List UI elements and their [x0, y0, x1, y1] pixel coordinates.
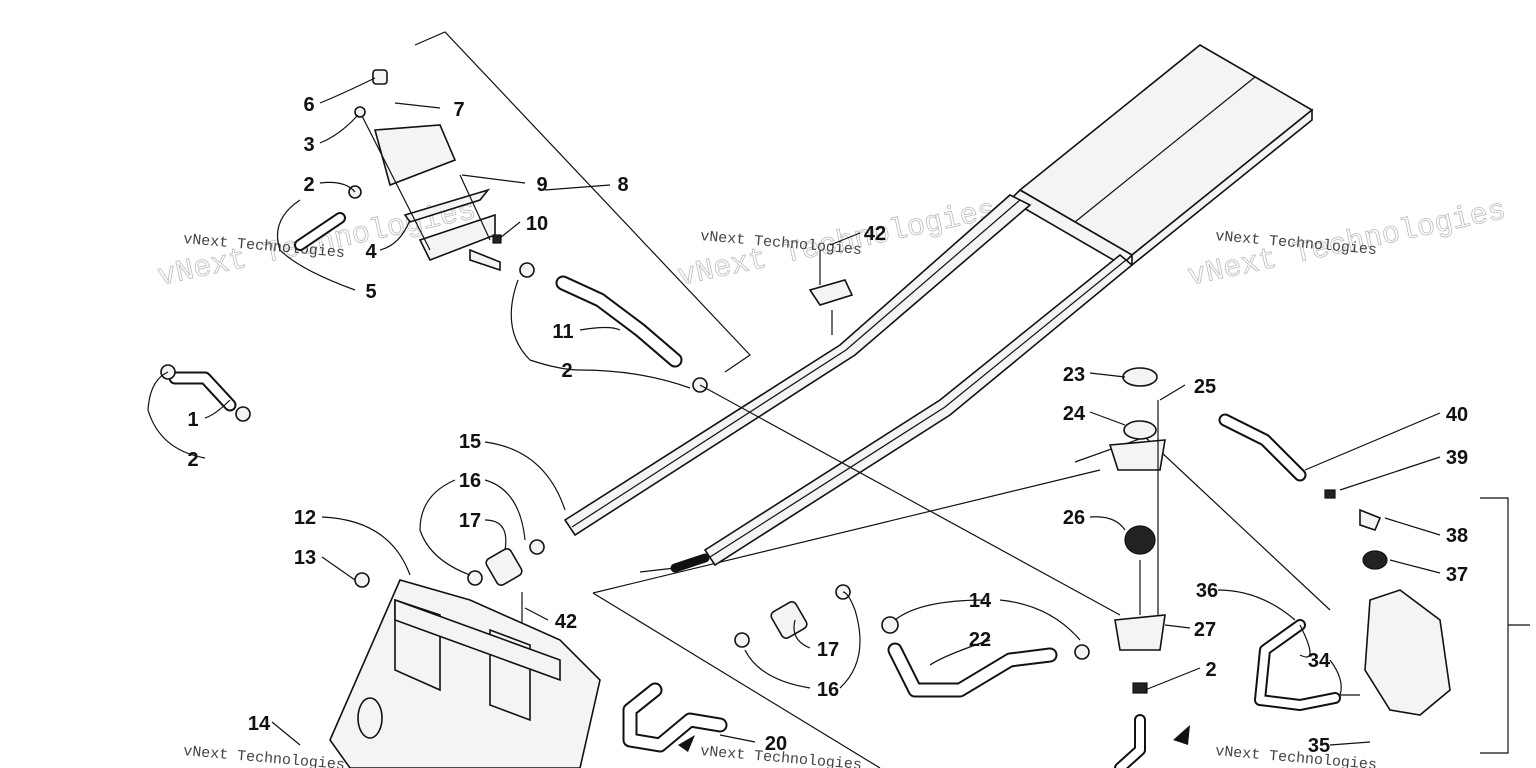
watermark-bottom-left: vNext Technologies: [183, 743, 346, 768]
callout-3: 3: [303, 134, 314, 156]
callout-20: 20: [765, 733, 787, 755]
heat-exchanger-rail: [563, 44, 1314, 573]
callout-1: 1: [187, 409, 198, 431]
group-bracket-lower: [592, 592, 881, 768]
callout-22: 22: [969, 629, 991, 651]
svg-text:vNext Technologies: vNext Technologies: [183, 743, 346, 768]
coupler-parts-lower: [734, 584, 851, 648]
callout-2: 2: [303, 174, 314, 196]
callout-16: 16: [817, 679, 839, 701]
callout-36: 36: [1196, 580, 1218, 602]
leader-rail-to-27: [699, 384, 1121, 616]
hose-40: [1218, 413, 1382, 531]
clamp-2-upper: [519, 262, 535, 278]
hose-20: [622, 682, 728, 753]
coolant-tank: [1330, 550, 1451, 716]
hose-22: [881, 616, 1090, 698]
watermark-right: vNext Technologies vNext Technologies: [1185, 194, 1510, 295]
hose-36: [1254, 619, 1341, 711]
callout-17: 17: [817, 639, 839, 661]
callout-2: 2: [187, 449, 198, 471]
thermostat-assembly: [1108, 367, 1166, 694]
callout-23: 23: [1063, 364, 1085, 386]
callout-12: 12: [294, 507, 316, 529]
callout-24: 24: [1063, 403, 1086, 425]
callout-14: 14: [969, 590, 992, 612]
callout-26: 26: [1063, 507, 1085, 529]
callout-15: 15: [459, 431, 481, 453]
callout-6: 6: [303, 94, 314, 116]
callout-39: 39: [1446, 447, 1468, 469]
callout-8: 8: [617, 174, 628, 196]
callout-7: 7: [453, 99, 464, 121]
callout-42: 42: [864, 223, 886, 245]
callout-42: 42: [555, 611, 577, 633]
callout-35: 35: [1308, 735, 1330, 757]
callout-17: 17: [459, 510, 481, 532]
hose-11: [555, 275, 683, 368]
svg-text:vNext Technologies: vNext Technologies: [1215, 743, 1378, 768]
hose-1: [160, 364, 251, 422]
callout-27: 27: [1194, 619, 1216, 641]
arrow-icon: [678, 735, 695, 752]
bleed-screw-42-upper: [808, 250, 854, 335]
callout-4: 4: [365, 241, 377, 263]
coupler-parts-left: [354, 539, 545, 640]
callout-10: 10: [526, 213, 548, 235]
valve-assembly: [354, 69, 502, 272]
callout-9: 9: [536, 174, 547, 196]
callout-34: 34: [1308, 650, 1331, 672]
callout-13: 13: [294, 547, 316, 569]
callout-5: 5: [365, 281, 376, 303]
watermark-bottom-right: vNext Technologies: [1215, 743, 1378, 768]
callout-38: 38: [1446, 525, 1468, 547]
callout-11: 11: [552, 321, 573, 343]
watermark-center: vNext Technologies vNext Technologies: [675, 194, 1000, 295]
callout-16: 16: [459, 470, 481, 492]
hose-bottom-center: [1114, 714, 1190, 768]
callout-2: 2: [561, 360, 572, 382]
callout-25: 25: [1194, 376, 1216, 398]
frame-bracket-12: [329, 579, 601, 768]
callout-14: 14: [248, 713, 271, 735]
callout-2: 2: [1205, 659, 1216, 681]
group-bracket-mid: [592, 469, 1101, 594]
group-bracket-8: [414, 31, 751, 373]
group-bracket-tank: [1480, 497, 1530, 754]
arrow-icon: [1173, 725, 1190, 745]
leader-lines: [147, 77, 1441, 746]
callout-37: 37: [1446, 564, 1468, 586]
callout-40: 40: [1446, 404, 1468, 426]
